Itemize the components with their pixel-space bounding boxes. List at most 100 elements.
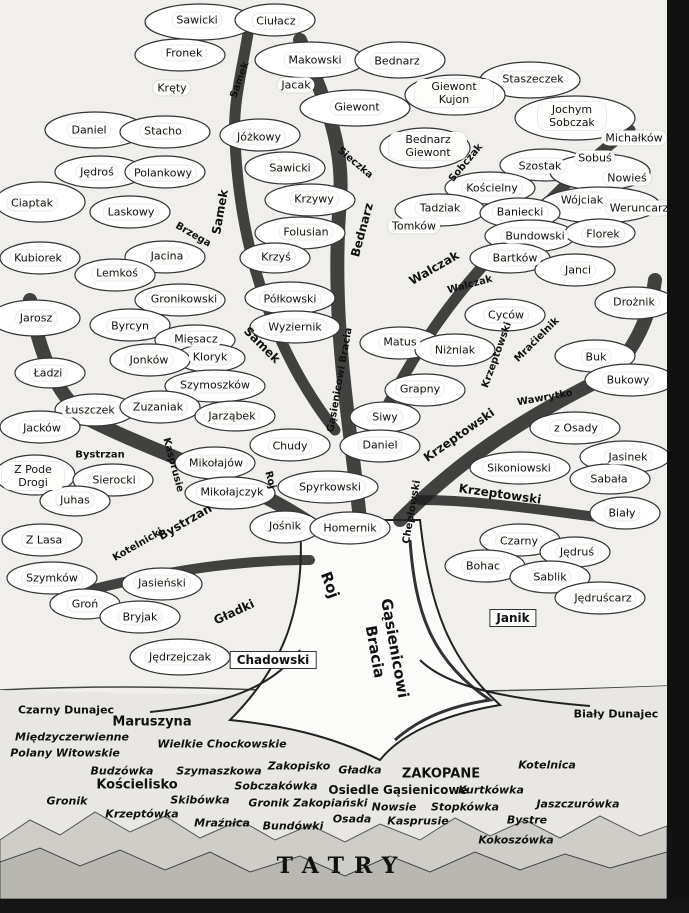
leaf-name: Jacak [277, 77, 315, 93]
leaf-name: Łuszczek [61, 402, 119, 418]
leaf-name: Sobuś [574, 150, 616, 166]
leaf-name: Makowski [284, 52, 346, 68]
leaf-name: Jędruś [555, 544, 599, 560]
leaf-name: Mikołajów [185, 455, 247, 471]
leaf-name: Zuzaniak [128, 399, 188, 415]
leaf-name: z Osady [550, 420, 602, 436]
leaf-name: Szymków [22, 570, 82, 586]
leaf-name: Wyziernik [264, 319, 326, 335]
place-name: Skibówka [170, 793, 230, 807]
leaf-name: Jóżkowy [233, 129, 285, 145]
leaf-name: Tadziak [415, 200, 465, 216]
leaf-name: Matus [379, 334, 421, 350]
frame-edge-bottom [0, 899, 689, 913]
leaf-name: Bryjak [118, 609, 162, 625]
place-name: Kasprusie [387, 814, 449, 828]
leaf-name: Czarny [495, 533, 543, 549]
leaf-name: Chudy [268, 438, 312, 454]
banner-janik: Janik [489, 609, 537, 627]
leaf-name: Sablik [529, 569, 571, 585]
branch-center-left [229, 14, 341, 436]
leaf-name: Baniecki [492, 204, 548, 220]
place-name: Sobczakówka [234, 779, 318, 793]
leaf-name: Daniel [67, 122, 111, 138]
leaf-name: Jasieński [134, 575, 190, 591]
leaf-name: Juhas [56, 492, 94, 508]
leaf-name: Grapny [395, 381, 445, 397]
leaf-name: Jędroś [76, 164, 118, 180]
leaf-name: Homernik [319, 520, 381, 536]
leaf-name: Giewont [330, 99, 384, 115]
place-name: Gronik [46, 794, 88, 808]
leaf-name: Gronikowski [146, 291, 222, 307]
branch-name: Bystrzan [75, 449, 125, 461]
tatry-title: TATRY [276, 853, 408, 879]
leaf-name: Lemkoś [92, 265, 142, 281]
leaf-name: Jędruścarz [570, 590, 636, 606]
leaf-name: Jochym Sobczak [538, 102, 606, 130]
leaf-name: Jędrzejczak [144, 649, 216, 665]
leaf-name: Jonków [125, 352, 173, 368]
leaf-name: Ładzi [29, 365, 67, 381]
leaf-name: Florek [582, 226, 624, 242]
leaf-name: Sierocki [88, 472, 140, 488]
leaf-name: Weruncarz [605, 200, 673, 216]
leaf-name: Stacho [140, 123, 186, 139]
place-name: Gronik Zakopiański [248, 796, 368, 810]
leaf-name: Folusian [279, 224, 333, 240]
place-name: Kościelisko [96, 777, 178, 793]
leaf-name: Sabała [586, 471, 632, 487]
frame-edge-right [667, 0, 689, 913]
leaf-name: Krzyś [257, 249, 295, 265]
leaf-name: Byrcyn [107, 318, 153, 334]
leaf-name: Jarosz [15, 310, 57, 326]
leaf-name: Janci [560, 262, 596, 278]
banner-chadowski: Chadowski [229, 651, 317, 669]
leaf-name: Michałków [601, 130, 667, 146]
place-name: Krzeptówka [105, 807, 179, 821]
leaf-name: Z Pode Drogi [2, 462, 64, 490]
leaf-name: Drożnik [609, 294, 659, 310]
place-name: Kotelnica [518, 758, 576, 772]
leaf-name: Szymoszków [176, 377, 254, 393]
branch-left-low [85, 555, 315, 595]
place-name: Gładka [338, 763, 382, 777]
leaf-name: Bartków [488, 250, 542, 266]
place-name: Osada [332, 812, 372, 826]
leaf-name: Kloryk [188, 349, 232, 365]
leaf-name: Tomków [388, 218, 440, 234]
place-name: Zakopisko [267, 759, 331, 773]
leaf-name: Półkowski [259, 291, 321, 307]
leaf-name: Biały [604, 505, 640, 521]
leaf-name: Bundowski [501, 228, 569, 244]
leaf-name: Szostak [514, 158, 566, 174]
place-name: Bystre [506, 813, 548, 827]
tree-trunk [227, 519, 503, 762]
leaf-name: Mięsacz [170, 331, 222, 347]
leaf-name: Buk [581, 349, 611, 365]
leaf-name: Jarząbek [204, 408, 260, 424]
place-name: Jaszczurówka [536, 797, 620, 811]
place-name: Maruszyna [112, 714, 192, 730]
leaf-name: Wójciak [556, 192, 608, 208]
place-name: Czarny Dunajec [17, 703, 115, 717]
leaf-name: Kręty [153, 80, 191, 96]
leaf-name: Jacina [146, 248, 188, 264]
place-name: Międzyczerwienne [15, 730, 129, 744]
leaf-name: Kościelny [462, 180, 522, 196]
place-name: Osiedle Gąsienicowe [328, 783, 468, 797]
leaf-name: Mikołajczyk [196, 484, 268, 500]
leaf-name: Staszeczek [498, 71, 568, 87]
root-right [419, 659, 591, 707]
place-name: Kurtkówka [458, 783, 524, 797]
leaf-name: Groń [67, 596, 103, 612]
leaf-name: Bukowy [602, 372, 654, 388]
place-name: Polany Witowskie [10, 746, 120, 760]
place-name: Bundówki [262, 819, 324, 833]
leaf-name: Jośnik [264, 518, 306, 534]
place-name: Mraźnica [194, 816, 250, 830]
leaf-name: Giewont Kujon [415, 79, 493, 107]
branch-right [393, 273, 662, 527]
leaf-name: Fronek [161, 45, 207, 61]
